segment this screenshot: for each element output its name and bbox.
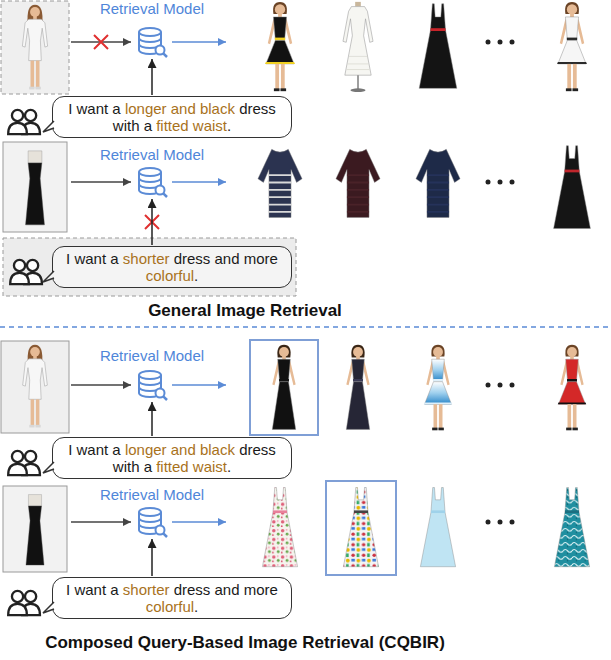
query-highlight [3,238,296,296]
speech-bubble: I want a longer and black dress with a f… [52,96,292,138]
database-icon [139,28,167,57]
result-image [424,345,452,431]
query-text: I want a shorter dress and more colorful… [61,250,283,284]
bubble-tail [42,461,54,474]
model-name: Retrieval Model [100,347,204,365]
speech-bubble: I want a shorter dress and more colorful… [52,246,292,288]
ellipsis-dot [498,180,503,185]
model-name: Retrieval Model [100,0,204,18]
result-image [336,149,380,217]
ellipsis-dot [510,520,515,525]
ellipsis-dot [510,383,515,388]
bubble-tail-shape [43,602,54,613]
query-image [22,5,47,90]
query-image [26,151,45,225]
query-text: I want a longer and black dress with a f… [61,441,283,475]
bubble-tail [42,120,54,133]
bubble-tail-shape [43,271,54,282]
user-icon [10,260,42,284]
section-heading: Composed Query-Based Image Retrieval (CQ… [0,633,490,653]
connector-arrow [151,199,153,245]
row-cqbir-2 [3,481,590,615]
retrieval-model: Retrieval Model [92,486,212,538]
result-image [343,488,378,567]
retrieval-model: Retrieval Model [92,0,212,58]
ellipsis-dot [510,40,515,45]
result-image [262,488,297,567]
speech-bubble: I want a shorter dress and more colorful… [52,577,292,619]
model-name: Retrieval Model [100,486,204,504]
input-arrow [71,384,131,386]
ellipsis-dot [486,520,491,525]
retrieval-model: Retrieval Model [92,347,212,401]
bubble-tail [42,601,54,614]
connector-arrow [151,539,153,576]
result-image [258,149,302,217]
result-image [265,2,295,91]
database-icon [139,371,167,400]
result-image [346,345,369,430]
model-name: Retrieval Model [100,146,204,164]
result-image [557,2,587,91]
bubble-tail-shape [43,121,54,132]
ellipsis-dot [498,383,503,388]
speech-bubble: I want a longer and black dress with a f… [52,437,292,479]
input-arrow [71,181,131,183]
result-image [272,345,295,430]
user-icon [8,451,40,475]
ellipsis-dot [486,40,491,45]
result-image [343,2,373,92]
connector-arrow [151,402,153,436]
ellipsis-dot [486,383,491,388]
output-arrow [172,384,226,386]
database-icon [139,168,167,197]
ellipsis-dot [498,40,503,45]
retrieval-model: Retrieval Model [92,146,212,198]
query-image-frame [3,142,67,232]
output-arrow [172,41,226,43]
query-image [26,495,44,566]
user-icon [8,110,40,134]
row-cqbir-1 [1,340,586,475]
match-box [326,481,396,575]
ellipsis-dot [486,180,491,185]
match-box [250,340,318,435]
section-divider [0,326,611,328]
cross-mark [94,35,108,49]
output-arrow [172,181,226,183]
query-text: I want a shorter dress and more colorful… [61,581,283,615]
result-image [420,488,455,567]
user-icon [8,591,40,615]
query-image [23,345,48,428]
query-text: I want a longer and black dress with a f… [61,100,283,134]
result-image [554,146,591,229]
result-image [419,4,457,89]
output-arrow [172,521,226,523]
ellipsis-dot [498,520,503,525]
result-image [554,488,589,567]
query-image-frame [3,486,67,572]
connector-arrow [151,59,153,95]
query-image-frame [1,1,69,94]
database-icon [139,508,167,537]
result-image [416,149,460,217]
row-general-1 [1,1,587,134]
ellipsis-dot [510,180,515,185]
row-general-2 [3,142,590,296]
bubble-tail-shape [43,462,54,473]
bubble-tail [42,270,54,283]
query-image-frame [1,341,69,433]
section-heading: General Image Retrieval [0,301,490,321]
input-arrow [71,521,131,523]
result-image [558,345,586,431]
